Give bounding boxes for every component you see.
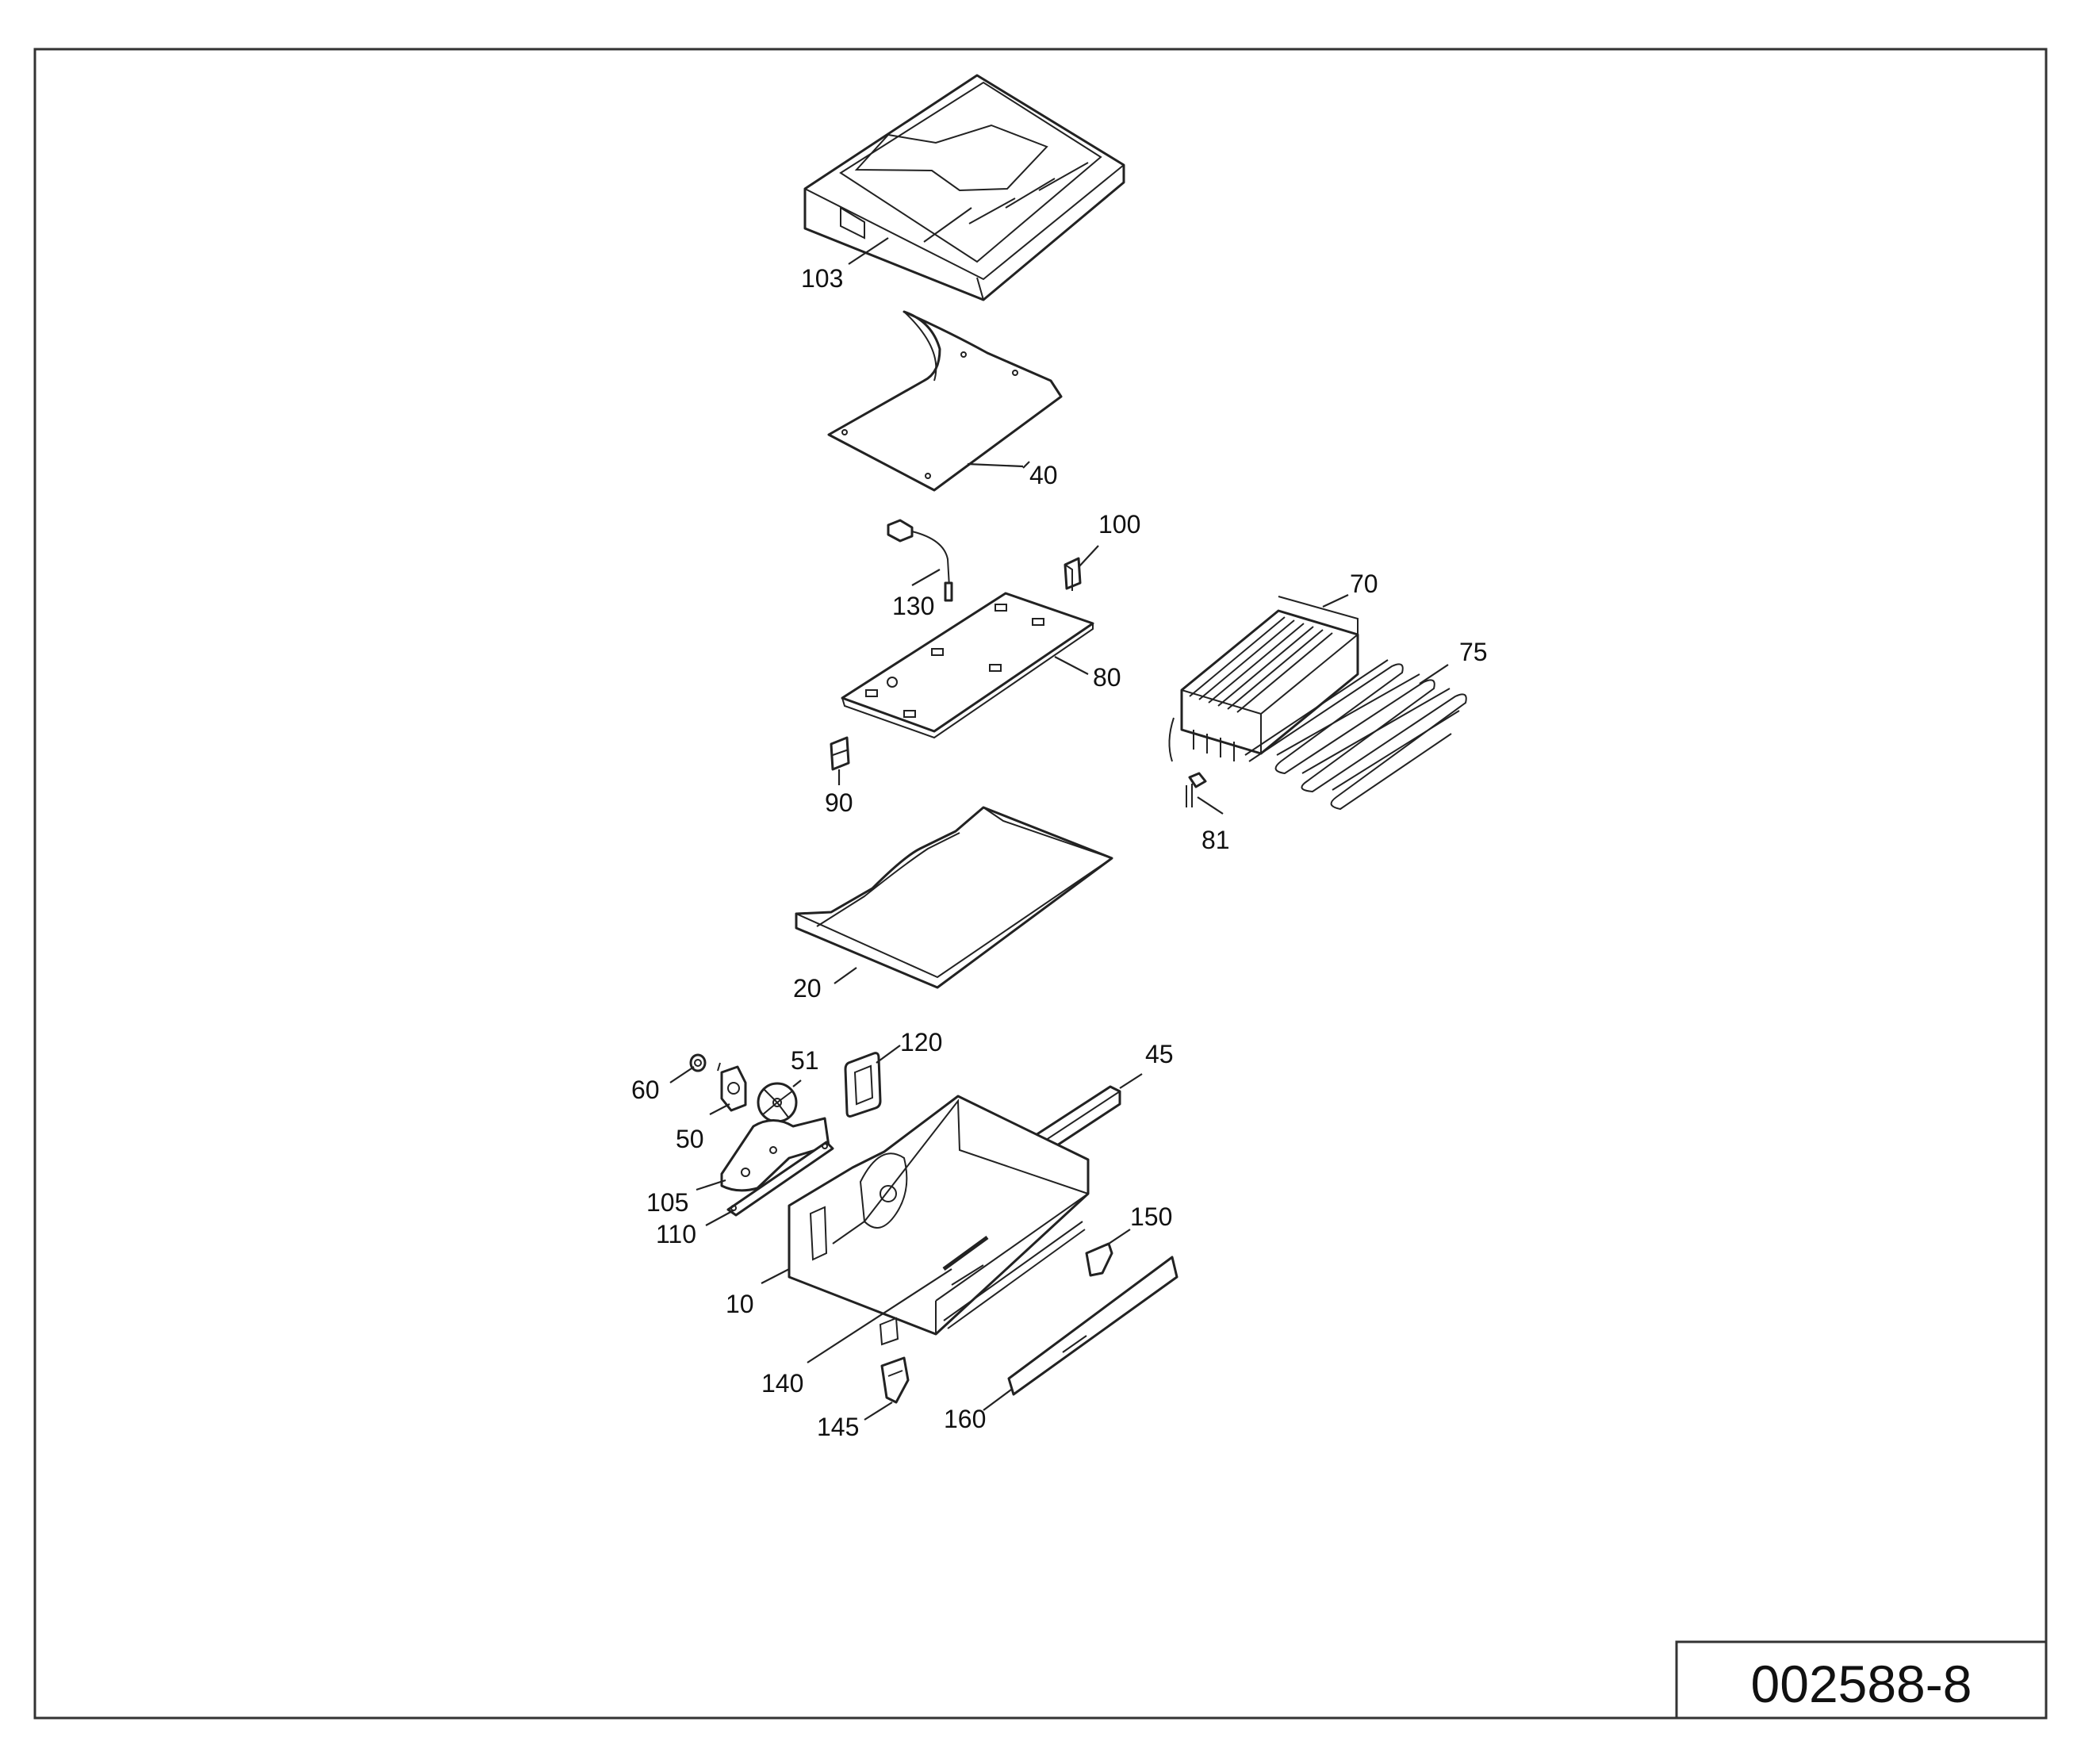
document-code: 002588-8 [1751, 1655, 1972, 1713]
callout-50: 50 [676, 1125, 704, 1153]
part-103-tray [803, 74, 1125, 301]
part-145-foot [880, 1356, 910, 1404]
callout-140: 140 [761, 1369, 803, 1398]
part-40-panel [827, 310, 1063, 492]
part-50-motor [717, 1062, 747, 1112]
callout-105: 105 [646, 1188, 688, 1217]
callout-120: 120 [900, 1028, 942, 1056]
leader-lines [669, 237, 1449, 1421]
callout-130: 130 [892, 592, 934, 620]
callout-100: 100 [1098, 510, 1140, 539]
callout-labels: 103 40 100 130 70 75 80 90 81 20 51 120 … [631, 264, 1488, 1441]
callout-20: 20 [793, 974, 822, 1003]
callout-110: 110 [656, 1220, 696, 1248]
part-20-cover [795, 806, 1113, 989]
title-block [1675, 1640, 2048, 1720]
callout-150: 150 [1130, 1202, 1172, 1231]
part-130-sensor [887, 519, 953, 602]
part-90-bracket [830, 736, 850, 771]
callout-51: 51 [791, 1046, 819, 1075]
drawing-frame [33, 48, 2048, 1720]
callout-81: 81 [1201, 826, 1230, 854]
callout-45: 45 [1145, 1040, 1174, 1068]
part-81-clip [1186, 772, 1207, 807]
callout-40: 40 [1029, 461, 1058, 489]
part-80-plate [841, 592, 1094, 739]
part-60-nut [689, 1053, 707, 1072]
callout-10: 10 [726, 1290, 754, 1318]
callout-70: 70 [1350, 569, 1378, 598]
part-140-rod [942, 1235, 989, 1271]
callout-90: 90 [825, 788, 853, 817]
callout-75: 75 [1459, 638, 1488, 666]
part-51-fan [757, 1082, 798, 1123]
part-160-strip [1007, 1256, 1178, 1396]
part-75-heater [1244, 659, 1467, 811]
part-150-clip [1085, 1242, 1113, 1277]
callout-160: 160 [944, 1405, 986, 1433]
callout-80: 80 [1093, 663, 1121, 692]
part-10-drawer [788, 1095, 1090, 1346]
callout-103: 103 [801, 264, 843, 293]
part-120-gasket [844, 1052, 882, 1118]
part-100-clip [1063, 557, 1082, 591]
part-70-evaporator [1168, 596, 1359, 762]
callout-145: 145 [817, 1413, 859, 1441]
callout-60: 60 [631, 1076, 660, 1104]
